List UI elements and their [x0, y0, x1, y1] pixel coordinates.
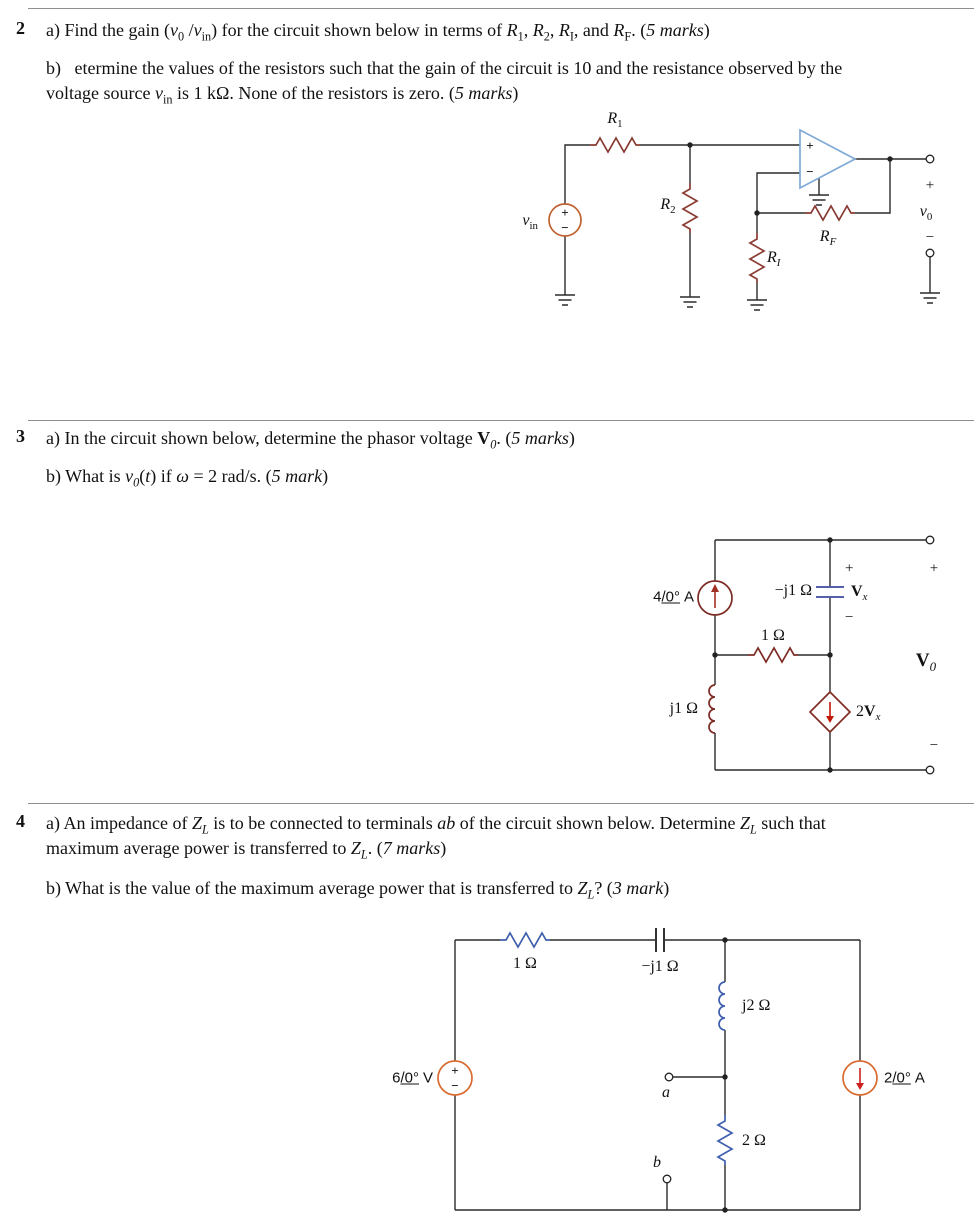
- resistor-1ohm-label: 1 Ω: [513, 955, 537, 972]
- vo-plus-sign: +: [925, 177, 935, 194]
- rf-label: RF: [819, 228, 837, 249]
- max-power-circuit-svg: [437, 928, 878, 1213]
- dependent-source-down-arrow-icon: [826, 702, 834, 723]
- current-source-up-arrow-icon: [711, 584, 719, 608]
- capacitor-neg-j1: [655, 928, 665, 952]
- phasor-magnitude: 6: [392, 1069, 401, 1087]
- vin-minus-sign: −: [561, 220, 569, 235]
- capacitor-label: −j1 Ω: [641, 958, 679, 975]
- terminal-b-label: b: [653, 1154, 661, 1171]
- voltage-source-circle: [437, 1060, 473, 1096]
- resistor-r1: [590, 136, 640, 154]
- vsrc-plus-sign: +: [451, 1063, 459, 1078]
- current-source-label: 4/0°A: [653, 589, 694, 606]
- section-divider: [28, 420, 974, 421]
- problem-3b-text: b) What is v0(t) if ω = 2 rad/s. (5 mark…: [46, 466, 329, 490]
- terminal-a-label: a: [662, 1084, 670, 1101]
- capacitor-neg-j1: [816, 586, 844, 598]
- capacitor-label: −j1 Ω: [774, 582, 812, 599]
- resistor-r2: [681, 183, 699, 233]
- r2-label: R2: [660, 196, 676, 217]
- problem-4a-text: a) An impedance of ZL is to be connected…: [46, 813, 826, 862]
- resistor-2ohm: [716, 1115, 734, 1165]
- resistor-1ohm: [748, 646, 798, 664]
- output-terminals: [925, 154, 935, 258]
- vo-minus-sign: −: [929, 737, 939, 754]
- phasor-unit: V: [422, 1069, 433, 1087]
- vo-label: V0: [915, 650, 937, 674]
- wires: [564, 144, 931, 300]
- current-source-circle: [842, 1060, 878, 1096]
- r1-label: R1: [607, 110, 623, 131]
- inductor-j1: [708, 684, 716, 734]
- current-source-down-arrow-icon: [856, 1068, 864, 1090]
- voltage-source-label: 6/0°V: [392, 1070, 433, 1087]
- opamp-circuit-svg: [548, 128, 941, 311]
- phasor-unit: A: [683, 588, 694, 606]
- resistor-ri: [748, 233, 766, 283]
- opamp-plus-input-sign: +: [806, 138, 814, 153]
- vo-minus-sign: −: [925, 229, 935, 246]
- section-divider: [28, 8, 974, 9]
- inductor-label: j2 Ω: [742, 997, 771, 1014]
- vin-source-circle: [548, 203, 582, 237]
- dependent-source-label: 2Vx: [856, 703, 881, 724]
- current-source-circle: [697, 580, 733, 616]
- vo-plus-sign: +: [929, 560, 939, 577]
- vo-label: v0: [919, 203, 933, 224]
- phasor-magnitude: 4: [653, 588, 662, 606]
- resistor-1ohm: [500, 931, 550, 949]
- max-power-circuit-figure: 1 Ω −j1 Ω j2 Ω 2 Ω a b 6/0°V 2/0°A + −: [390, 920, 976, 1225]
- phasor-circuit-svg: [697, 535, 935, 775]
- phasor-angle: /0°: [892, 1069, 911, 1087]
- ground-icons: [554, 194, 941, 311]
- vin-label: vin: [522, 212, 538, 233]
- vx-plus-sign: +: [845, 560, 854, 577]
- problem-4-number: 4: [16, 811, 25, 831]
- problem-2b-text: b) etermine the values of the resistors …: [46, 58, 843, 107]
- opamp-triangle: [799, 128, 857, 190]
- wires: [714, 539, 926, 771]
- inductor-label: j1 Ω: [669, 700, 698, 717]
- current-source-label: 2/0°A: [884, 1070, 925, 1087]
- resistor-1ohm-label: 1 Ω: [761, 627, 785, 644]
- phasor-circuit-figure: 4/0°A 1 Ω −j1 Ω + Vx − j1 Ω 2Vx + V0 −: [640, 520, 976, 805]
- problem-3-number: 3: [16, 426, 25, 446]
- vx-label: Vx: [851, 583, 868, 604]
- resistor-2ohm-label: 2 Ω: [742, 1132, 766, 1149]
- opamp-minus-input-sign: −: [806, 164, 814, 179]
- problem-3a-text: a) In the circuit shown below, determine…: [46, 428, 575, 452]
- junction-dots: [712, 537, 833, 773]
- vin-plus-sign: +: [561, 205, 569, 220]
- output-terminals: [925, 535, 935, 775]
- vsrc-minus-sign: −: [451, 1078, 459, 1093]
- junction-dots: [687, 142, 893, 216]
- ri-label: RI: [767, 249, 781, 270]
- opamp-circuit-figure: R1 R2 vin + − + − RI RF + v0 −: [480, 105, 960, 340]
- wires: [454, 939, 861, 1211]
- inductor-j2: [718, 981, 726, 1031]
- problem-2a-text: a) Find the gain (v0 /vin) for the circu…: [46, 20, 710, 44]
- junction-dots: [722, 937, 728, 1213]
- problem-2-number: 2: [16, 18, 25, 38]
- phasor-angle: /0°: [400, 1069, 419, 1087]
- resistor-rf: [805, 204, 855, 222]
- phasor-magnitude: 2: [884, 1069, 893, 1087]
- section-divider: [28, 803, 974, 804]
- phasor-angle: /0°: [661, 588, 680, 606]
- phasor-unit: A: [914, 1069, 925, 1087]
- terminal-circles: [662, 1072, 674, 1184]
- vx-minus-sign: −: [845, 609, 854, 626]
- problem-4b-text: b) What is the value of the maximum aver…: [46, 878, 670, 902]
- resistors: [590, 136, 855, 283]
- dependent-source-diamond: [808, 690, 852, 734]
